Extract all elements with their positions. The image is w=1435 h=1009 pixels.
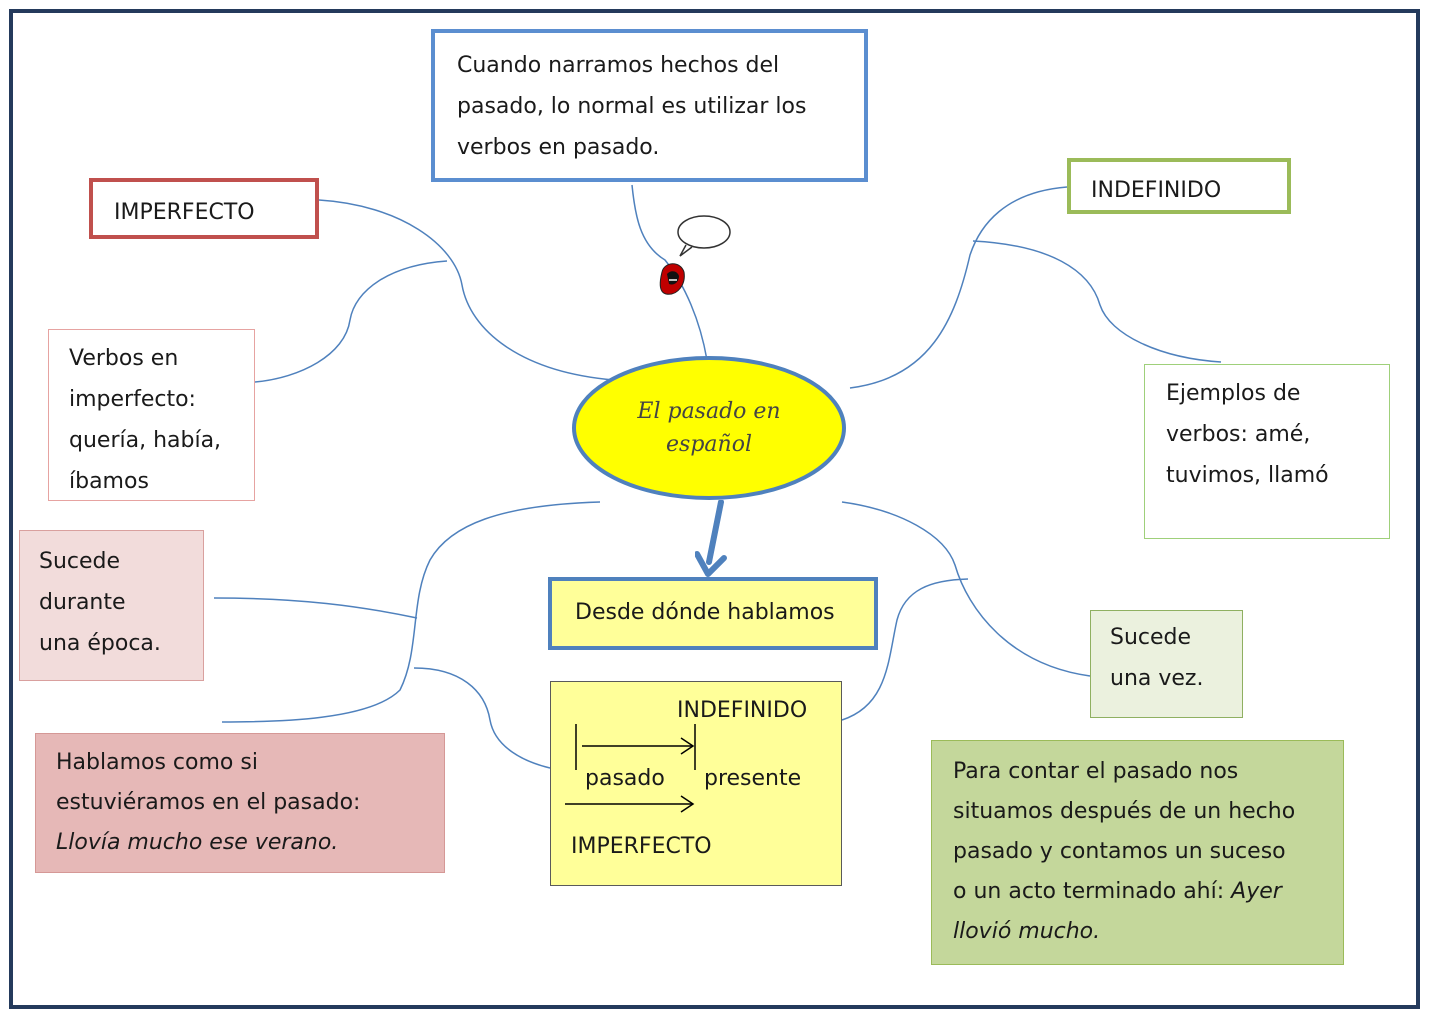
central-topic-label: El pasado en español bbox=[611, 395, 807, 461]
hablamos-line-2: estuviéramos en el pasado: bbox=[56, 790, 361, 815]
para-contar-example-end: llovió mucho. bbox=[953, 919, 1101, 944]
verbos-imperfecto-line-3: quería, había, bbox=[69, 428, 222, 453]
central-topic-line-2: español bbox=[666, 432, 752, 457]
ejemplos-line-1: Ejemplos de bbox=[1166, 381, 1301, 406]
sucede-vez-line-2: una vez. bbox=[1110, 666, 1204, 691]
hablamos-example: Llovía mucho ese verano. bbox=[56, 830, 339, 855]
desde-donde-hablamos-box: Desde dónde hablamos bbox=[548, 577, 878, 650]
sucede-epoca-line-1: Sucede bbox=[39, 549, 121, 574]
hablamos-pasado-box: Hablamos como si estuviéramos en el pasa… bbox=[35, 733, 445, 873]
intro-text-box: Cuando narramos hechos del pasado, lo no… bbox=[431, 29, 868, 182]
hablamos-line-1: Hablamos como si bbox=[56, 750, 258, 775]
sucede-epoca-line-2: durante bbox=[39, 590, 126, 615]
intro-line-3: verbos en pasado. bbox=[457, 135, 660, 160]
timeline-indefinido-label: INDEFINIDO bbox=[677, 698, 808, 723]
para-contar-line-2: situamos después de un hecho bbox=[953, 799, 1296, 824]
intro-line-2: pasado, lo normal es utilizar los bbox=[457, 94, 807, 119]
ejemplos-indefinido-box: Ejemplos de verbos: amé, tuvimos, llamó bbox=[1144, 364, 1390, 539]
timeline-box: INDEFINIDO pasado presente IMPERFECTO bbox=[550, 681, 842, 886]
imperfecto-box: IMPERFECTO bbox=[89, 178, 319, 239]
sucede-vez-box: Sucede una vez. bbox=[1090, 610, 1243, 718]
para-contar-line-1: Para contar el pasado nos bbox=[953, 759, 1239, 784]
para-contar-example-start: Ayer bbox=[1231, 879, 1282, 904]
timeline-imperfecto-label: IMPERFECTO bbox=[571, 834, 712, 859]
indefinido-label: INDEFINIDO bbox=[1091, 178, 1222, 203]
sucede-epoca-line-3: una época. bbox=[39, 631, 161, 656]
para-contar-box: Para contar el pasado nos situamos despu… bbox=[931, 740, 1344, 965]
verbos-imperfecto-box: Verbos en imperfecto: quería, había, íba… bbox=[48, 329, 255, 501]
indefinido-box: INDEFINIDO bbox=[1067, 158, 1291, 214]
intro-line-1: Cuando narramos hechos del bbox=[457, 53, 780, 78]
sucede-epoca-box: Sucede durante una época. bbox=[19, 530, 204, 681]
para-contar-line-4: o un acto terminado ahí: Ayer bbox=[953, 872, 1343, 912]
mouth-speech-bubble-icon bbox=[650, 212, 734, 302]
verbos-imperfecto-line-4: íbamos bbox=[69, 469, 149, 494]
down-arrow-icon bbox=[695, 500, 727, 577]
timeline-pasado-label: pasado bbox=[585, 766, 665, 791]
para-contar-prefix: o un acto terminado ahí: bbox=[953, 879, 1232, 904]
central-topic: El pasado en español bbox=[571, 355, 847, 501]
imperfecto-label: IMPERFECTO bbox=[114, 200, 255, 225]
central-topic-line-1: El pasado en bbox=[637, 399, 781, 424]
desde-label: Desde dónde hablamos bbox=[575, 600, 835, 625]
para-contar-line-3: pasado y contamos un suceso bbox=[953, 839, 1286, 864]
ejemplos-line-3: tuvimos, llamó bbox=[1166, 463, 1329, 488]
sucede-vez-line-1: Sucede bbox=[1110, 625, 1192, 650]
timeline-arrows bbox=[565, 724, 696, 813]
ejemplos-line-2: verbos: amé, bbox=[1166, 422, 1311, 447]
verbos-imperfecto-line-2: imperfecto: bbox=[69, 387, 196, 412]
verbos-imperfecto-line-1: Verbos en bbox=[69, 346, 179, 371]
timeline-presente-label: presente bbox=[704, 766, 802, 791]
